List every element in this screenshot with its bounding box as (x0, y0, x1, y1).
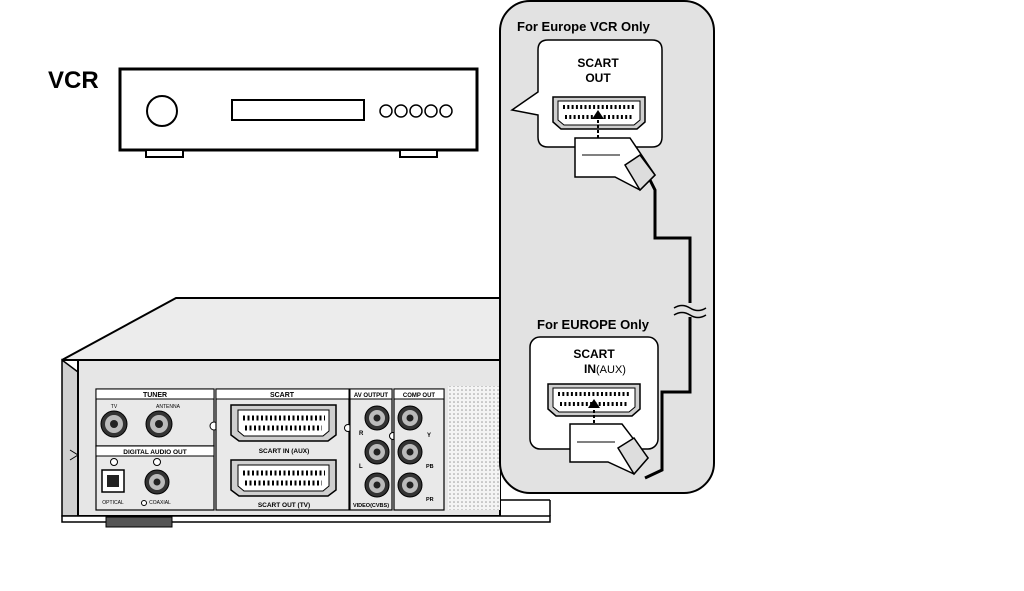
scart-title: SCART (270, 392, 295, 399)
tuner-title: TUNER (143, 392, 167, 399)
comp-pb-jack (397, 439, 423, 465)
tv-jack (100, 410, 128, 438)
pb-label: PB (426, 464, 434, 470)
av-output-title: AV OUTPUT (354, 393, 389, 399)
vcr-tape-slot (231, 99, 365, 121)
comp-out-title: COMP OUT (403, 393, 436, 399)
antenna-jack-label: ANTENNA (156, 404, 181, 410)
scart-in-aux-label: SCART IN (AUX) (259, 448, 310, 455)
scart-plug-bottom (569, 399, 649, 476)
scart-in-aux-socket (230, 404, 337, 442)
r-label: R (359, 431, 364, 437)
video-cvbs-jack (364, 472, 390, 498)
player-bottom-strip (61, 515, 551, 523)
coaxial-label: COAXIAL (149, 500, 171, 506)
player-scart-label-line1: SCART (573, 347, 615, 361)
vcr-foot-right (399, 149, 438, 158)
connection-callout: For Europe VCR Only SCART OUT For EUROPE… (499, 0, 715, 494)
vcr-power-knob (146, 95, 178, 127)
vcr-foot-left (145, 149, 184, 158)
vcr-device: VCR (48, 67, 479, 158)
callout-bottom-heading: For EUROPE Only (537, 317, 650, 332)
vcr-scart-label-line1: SCART (577, 56, 619, 70)
audio-l-jack (364, 439, 390, 465)
vcr-label: VCR (48, 67, 99, 94)
digital-audio-title: DIGITAL AUDIO OUT (123, 449, 186, 456)
pr-label: PR (426, 497, 434, 503)
scart-out-tv-label: SCART OUT (TV) (258, 502, 310, 509)
vent-grille (448, 386, 500, 510)
vcr-scart-label-line2: OUT (585, 71, 611, 85)
antenna-jack (145, 410, 173, 438)
player-top (61, 297, 501, 361)
video-cvbs-label: VIDEO(CVBS) (353, 503, 389, 509)
cable-break-mark (673, 303, 707, 319)
tv-jack-label: TV (111, 404, 118, 410)
player-scart-aux-text: (AUX) (596, 364, 626, 376)
scart-out-tv-socket (230, 459, 337, 497)
y-label: Y (427, 433, 431, 439)
l-label: L (359, 464, 363, 470)
back-panel: TUNER TV ANTENNA DIGITAL AUDIO OUT OPTIC… (95, 388, 445, 511)
player-scart-label-line2: IN(AUX) (584, 362, 626, 376)
audio-r-jack (364, 405, 390, 431)
comp-y-jack (397, 405, 423, 431)
optical-jack (101, 469, 125, 493)
player-foot (105, 516, 173, 528)
scart-plug-top (574, 110, 656, 192)
coaxial-jack (144, 469, 170, 495)
player-side (61, 358, 79, 517)
optical-label: OPTICAL (102, 500, 124, 506)
player-scart-in-text: IN (584, 362, 596, 376)
comp-pr-jack (397, 472, 423, 498)
vcr-buttons (379, 104, 453, 118)
callout-top-heading: For Europe VCR Only (517, 19, 651, 34)
